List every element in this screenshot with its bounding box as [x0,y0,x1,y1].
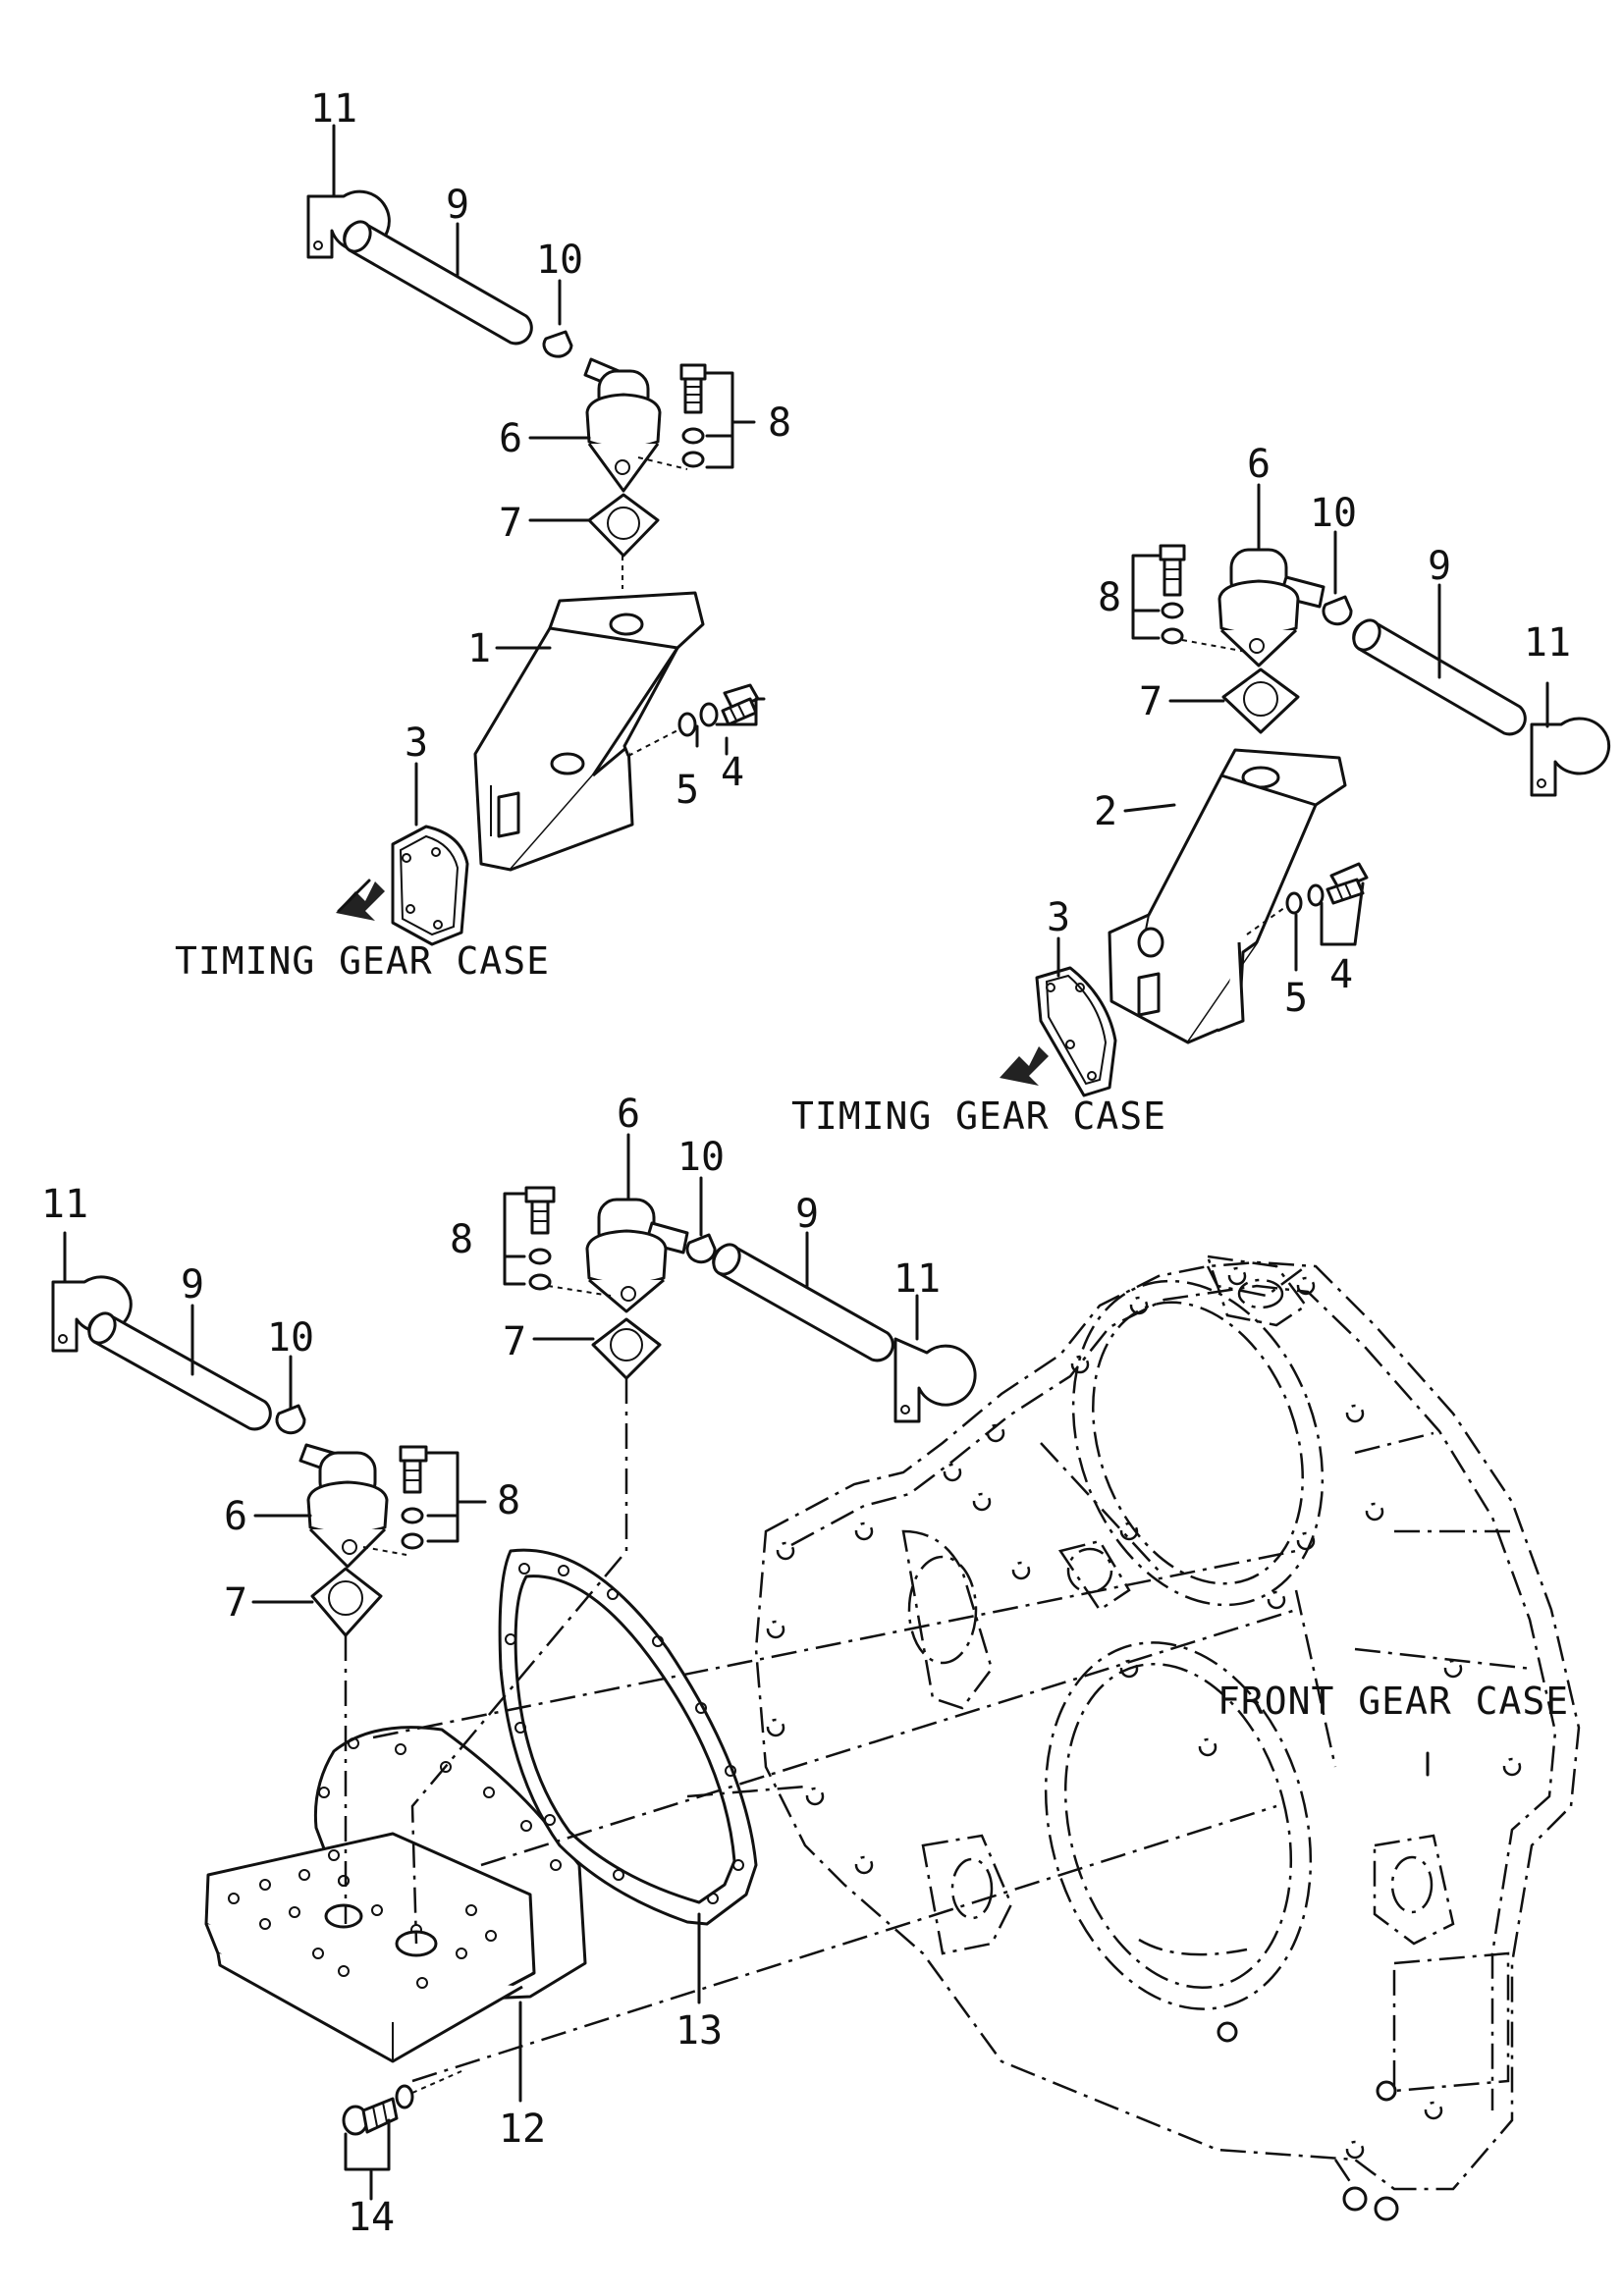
hose-clamp-part-10 [1322,595,1353,626]
arrow-down-left-icon [336,879,385,921]
clip-part-11 [893,1337,977,1423]
label-3: 3 [1047,895,1070,940]
label-2: 2 [1094,789,1117,834]
assembly-guide-lines [344,1378,1297,2083]
gasket-part-13 [498,1548,758,1926]
breather-part-6 [585,1198,689,1313]
label-7: 7 [499,501,522,546]
assembly-lower-left [51,1231,487,1637]
hose-clamp-part-10 [275,1404,306,1435]
clip-part-11 [1530,717,1611,797]
label-3: 3 [405,721,428,766]
label-4: 4 [721,750,744,795]
bracket-part-2 [1108,748,1347,1044]
label-11: 11 [893,1256,941,1302]
clip-part-11 [51,1275,133,1353]
breather-part-6 [298,1443,389,1569]
caption-timing-gear-case: TIMING GEAR CASE [791,1095,1166,1138]
caption-front-gear-case: FRONT GEAR CASE [1217,1680,1569,1723]
assembly-top-left [306,124,766,946]
label-14: 14 [348,2195,395,2240]
label-6: 6 [1247,442,1271,487]
bolt-washer-parts-4-5 [1246,862,1369,972]
assembly-top-right [1000,483,1611,1097]
label-8: 8 [497,1478,520,1523]
label-9: 9 [795,1192,819,1237]
label-8: 8 [768,400,791,446]
caption-timing-gear-case: TIMING GEAR CASE [175,939,550,983]
label-7: 7 [224,1580,247,1626]
label-11: 11 [41,1182,88,1227]
label-8: 8 [450,1217,473,1262]
bolt-washer-parts-4-5 [627,683,766,757]
label-10: 10 [1310,491,1357,536]
gasket-part-7 [587,493,660,558]
bolt-set-part-8 [679,363,756,469]
bolt-set-part-8 [1131,544,1248,653]
hose-part-9 [712,1243,894,1362]
label-7: 7 [1139,679,1163,724]
label-11: 11 [310,86,357,132]
label-5: 5 [676,768,699,813]
label-9: 9 [446,183,469,228]
bolt-set-part-8 [503,1186,612,1297]
leader-dotted [622,456,688,589]
label-5: 5 [1284,976,1308,1021]
bolt-set-part-8 [362,1445,487,1556]
hose-clamp-part-10 [685,1233,717,1264]
part-number-labels: 11 9 10 8 6 7 1 3 5 4 6 10 9 11 8 7 2 3 … [41,86,1571,2240]
gasket-part-7 [310,1567,383,1637]
gasket-part-3 [391,825,469,946]
label-10: 10 [536,238,583,283]
label-1: 1 [467,626,491,671]
label-10: 10 [267,1315,314,1361]
breather-part-6 [583,357,662,493]
label-6: 6 [499,416,522,461]
label-6: 6 [224,1494,247,1539]
hose-part-9 [1352,618,1527,736]
breather-part-6 [1217,548,1325,667]
hose-part-9 [87,1311,272,1431]
front-gear-case [754,1255,1581,2221]
label-9: 9 [1428,544,1451,589]
label-8: 8 [1098,575,1121,620]
adapter-plate-part-12 [204,1726,587,2063]
label-11: 11 [1524,620,1571,666]
label-10: 10 [677,1135,725,1180]
label-9: 9 [181,1262,204,1308]
gasket-part-7 [591,1317,662,1380]
hose-part-9 [343,220,533,346]
bolt-washer-part-14 [342,2070,462,2171]
bracket-part-1 [473,591,705,872]
arrow-down-left-icon [1000,1046,1049,1086]
label-7: 7 [503,1319,526,1364]
label-4: 4 [1329,952,1353,997]
hose-clamp-part-10 [542,330,573,358]
gasket-part-3 [1035,966,1117,1097]
label-13: 13 [676,2008,723,2054]
gasket-part-7 [1221,667,1300,734]
assembly-middle [503,1133,977,1423]
label-6: 6 [617,1092,640,1137]
label-12: 12 [499,2107,546,2152]
